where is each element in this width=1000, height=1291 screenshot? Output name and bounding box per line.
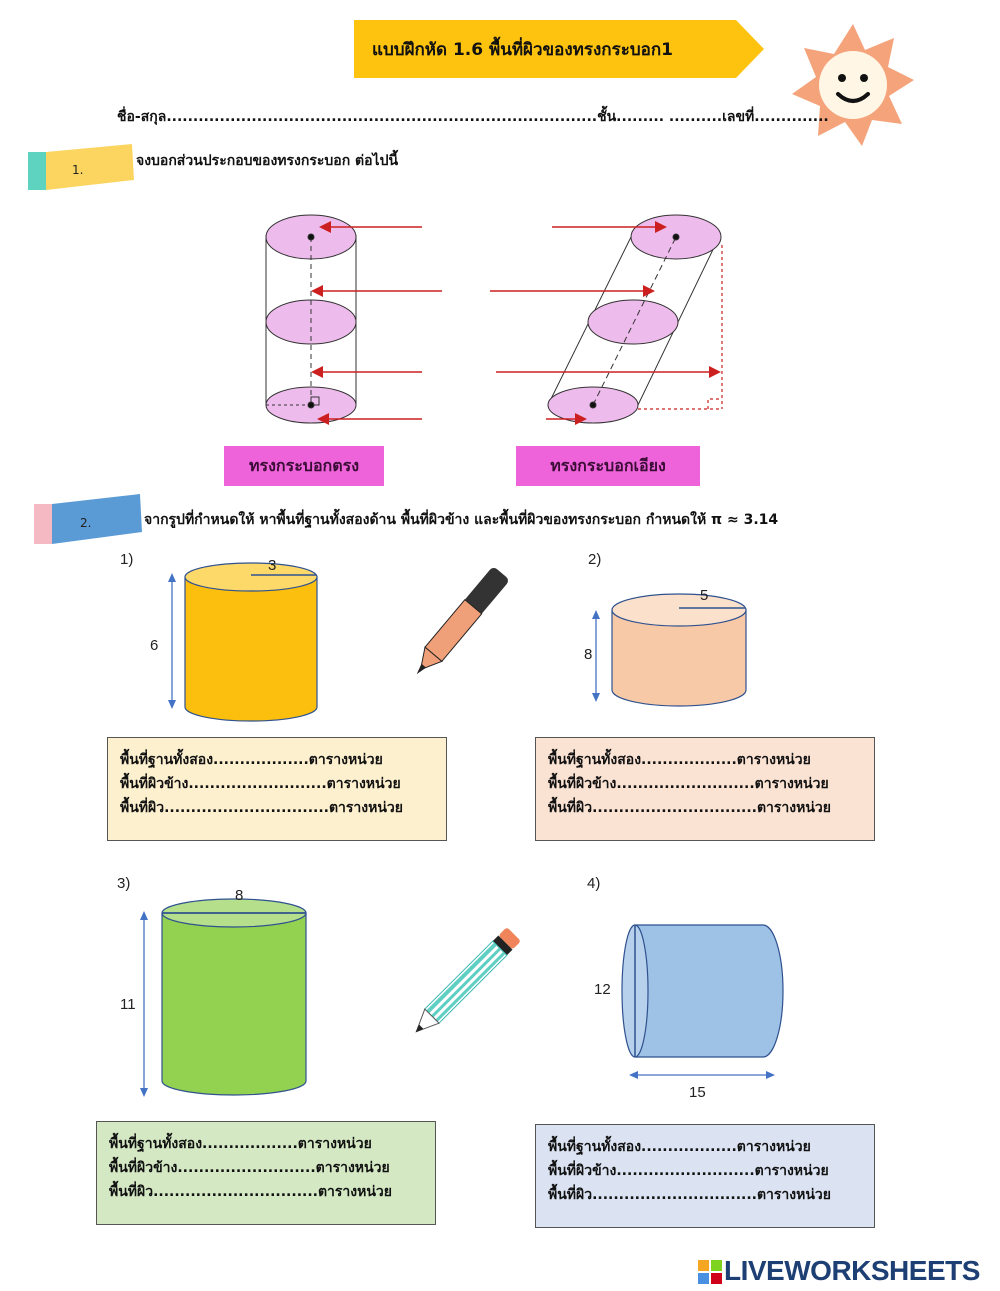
problem4-label: 4) xyxy=(587,875,601,892)
lateral-area-line: พื้นที่ผิวข้าง..........................… xyxy=(548,1163,829,1179)
lateral-area-line: พื้นที่ผิวข้าง..........................… xyxy=(109,1160,390,1176)
problem4-length: 15 xyxy=(689,1084,706,1101)
problem1-radius: 3 xyxy=(268,557,277,574)
liveworksheets-logo[interactable]: LIVEWORKSHEETS xyxy=(724,1255,980,1286)
problem2-label: 2) xyxy=(588,551,602,568)
problem4-answer-box[interactable]: พื้นที่ฐานทั้งสอง..................ตาราง… xyxy=(535,1124,875,1228)
surface-area-line: พื้นที่ผิว..............................… xyxy=(120,800,403,816)
base-area-line: พื้นที่ฐานทั้งสอง..................ตาราง… xyxy=(109,1136,372,1152)
surface-area-line: พื้นที่ผิว..............................… xyxy=(109,1184,392,1200)
problem1-height: 6 xyxy=(150,637,159,654)
problem4-diameter: 12 xyxy=(594,981,611,998)
right-cylinder-label: ทรงกระบอกตรง xyxy=(224,446,384,486)
base-area-line: พื้นที่ฐานทั้งสอง..................ตาราง… xyxy=(120,752,383,768)
oblique-cylinder-label: ทรงกระบอกเอียง xyxy=(516,446,700,486)
liveworksheets-logo-icon xyxy=(698,1260,722,1284)
problem2-height: 8 xyxy=(584,646,593,663)
problem3-height: 11 xyxy=(120,996,136,1013)
lateral-area-line: พื้นที่ผิวข้าง..........................… xyxy=(548,776,829,792)
section2-number: 2. xyxy=(80,516,92,530)
sun-smiley-icon xyxy=(792,24,914,146)
section1-instruction: จงบอกส่วนประกอบของทรงกระบอก ต่อไปนี้ xyxy=(136,153,399,169)
problem3-answer-box[interactable]: พื้นที่ฐานทั้งสอง..................ตาราง… xyxy=(96,1121,436,1225)
base-area-line: พื้นที่ฐานทั้งสอง..................ตาราง… xyxy=(548,1139,811,1155)
worksheet-title: แบบฝึกหัด 1.6 พื้นที่ผิวของทรงกระบอก1 xyxy=(372,40,673,60)
title-banner xyxy=(354,20,764,78)
pencil-icon xyxy=(415,928,520,1033)
problem1-label: 1) xyxy=(120,551,134,568)
problem3-diameter: 8 xyxy=(235,887,244,904)
pen-icon xyxy=(416,568,508,675)
problem1-cylinder xyxy=(168,562,318,722)
surface-area-line: พื้นที่ผิว..............................… xyxy=(548,800,831,816)
section1-number: 1. xyxy=(72,163,84,177)
section2-instruction: จากรูปที่กำหนดให้ หาพื้นที่ฐานทั้งสองด้า… xyxy=(144,512,779,528)
problem2-cylinder xyxy=(592,593,747,707)
problem4-cylinder xyxy=(621,924,784,1079)
section1-tab xyxy=(28,144,134,190)
student-info-line: ชื่อ-สกุล...............................… xyxy=(117,109,829,125)
problem1-answer-box[interactable]: พื้นที่ฐานทั้งสอง..................ตาราง… xyxy=(107,737,447,841)
base-area-line: พื้นที่ฐานทั้งสอง..................ตาราง… xyxy=(548,752,811,768)
lateral-area-line: พื้นที่ผิวข้าง..........................… xyxy=(120,776,401,792)
surface-area-line: พื้นที่ผิว..............................… xyxy=(548,1187,831,1203)
cylinder-parts-diagram xyxy=(265,214,723,425)
problem3-cylinder xyxy=(140,898,307,1097)
section2-tab xyxy=(34,494,142,544)
oblique-cylinder xyxy=(547,214,722,424)
problem3-label: 3) xyxy=(117,875,131,892)
problem2-answer-box[interactable]: พื้นที่ฐานทั้งสอง..................ตาราง… xyxy=(535,737,875,841)
right-cylinder xyxy=(265,214,357,424)
problem2-radius: 5 xyxy=(700,587,709,604)
